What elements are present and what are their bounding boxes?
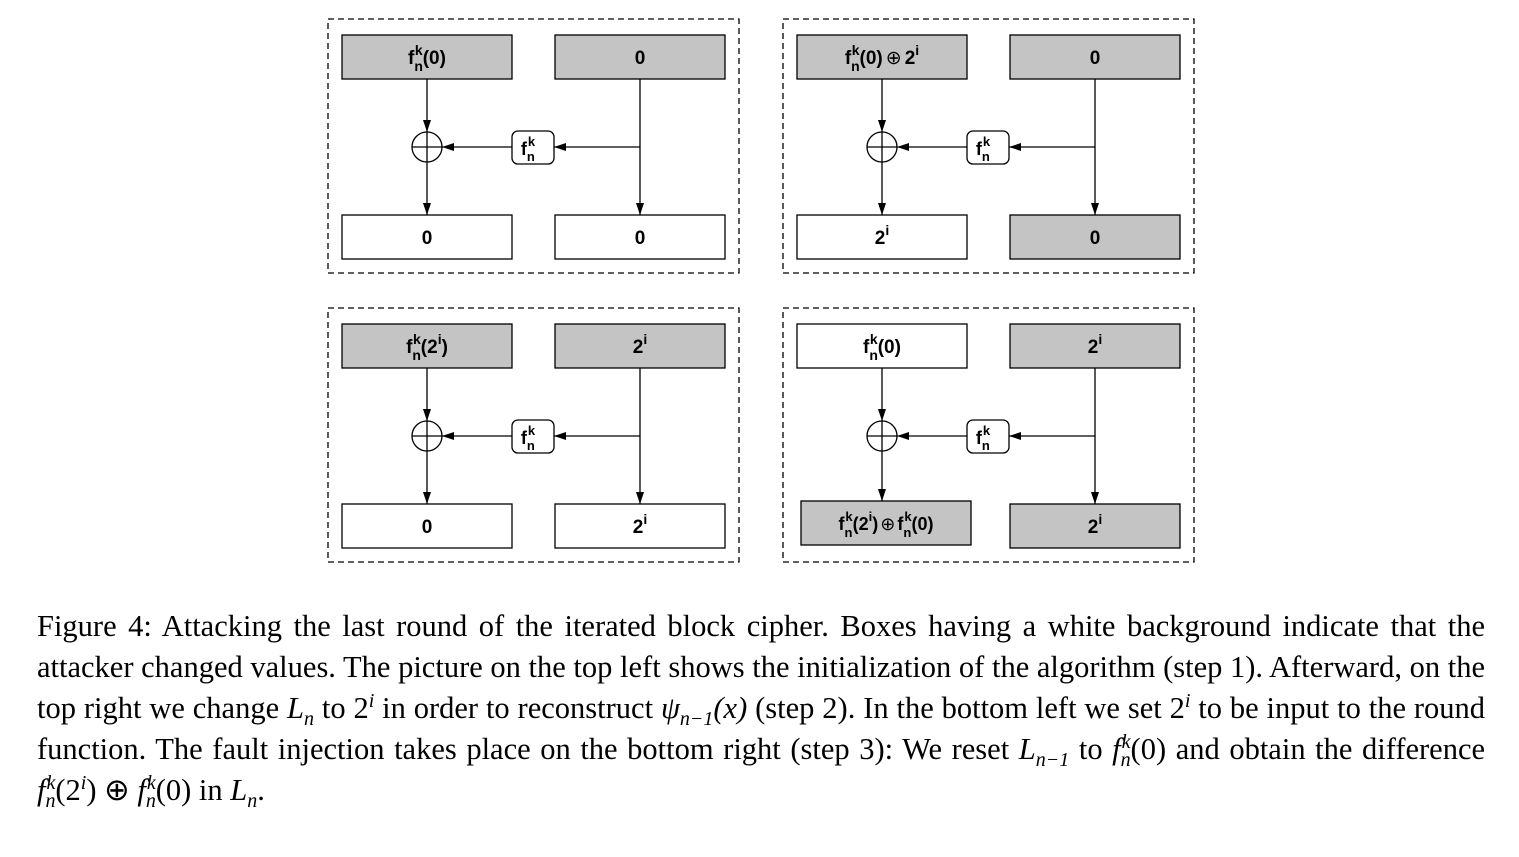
math-sub: n <box>247 790 258 813</box>
panel-bottom-right: fnk(0) 2i fnk(2i)⊕fnk(0) 2i fnk <box>782 307 1195 563</box>
math-var: L <box>1018 732 1036 766</box>
math-sub: n <box>303 708 314 731</box>
box-top-right: 0 <box>554 34 726 80</box>
arrows <box>423 368 644 504</box>
math-var: L <box>230 773 248 807</box>
panel-top-left: fnk(0) 0 0 0 fnk <box>327 18 740 274</box>
panel-frame <box>782 18 1195 274</box>
svg-text:2i: 2i <box>633 511 647 538</box>
xor-symbol <box>411 131 443 163</box>
box-top-right: 2i <box>1009 323 1181 369</box>
svg-text:0: 0 <box>422 228 433 249</box>
math-op: ⊕ <box>104 773 130 807</box>
box-bottom-left: 2i <box>796 214 968 260</box>
box-bottom-left: fnk(2i)⊕fnk(0) <box>800 500 972 546</box>
math-sub: n <box>145 790 156 813</box>
box-top-left: fnk(0)⊕2i <box>796 34 968 80</box>
svg-text:2i: 2i <box>1088 331 1102 358</box>
caption-text: and obtain the difference <box>1175 732 1486 766</box>
xor-symbol <box>866 131 898 163</box>
arrows <box>423 79 644 215</box>
caption-text: to <box>1078 732 1103 766</box>
math-sup: i <box>368 689 375 712</box>
box-bottom-right: 0 <box>1009 214 1181 260</box>
round-function-box: fnk <box>966 130 1010 165</box>
math-var: ψ <box>660 691 680 725</box>
box-bottom-right: 2i <box>1009 503 1181 549</box>
math-sub: n−1 <box>679 708 714 731</box>
svg-text:fnk: fnk <box>976 134 991 164</box>
svg-text:fnk(0): fnk(0) <box>408 42 446 74</box>
svg-text:fnk(2i)⊕fnk(0): fnk(2i)⊕fnk(0) <box>838 509 933 540</box>
math-sup: k <box>1121 730 1131 753</box>
box-top-left: fnk(0) <box>796 323 968 369</box>
math-sup: k <box>146 771 156 794</box>
svg-text:0: 0 <box>1090 228 1101 249</box>
box-bottom-left: 0 <box>341 503 513 549</box>
svg-text:fnk: fnk <box>976 423 991 453</box>
arrows <box>878 79 1099 215</box>
round-function-box: fnk <box>511 419 555 454</box>
math-var: L <box>287 691 304 725</box>
round-function-box: fnk <box>511 130 555 165</box>
svg-text:2i: 2i <box>1088 511 1102 538</box>
box-top-left: fnk(0) <box>341 34 513 80</box>
svg-text:2i: 2i <box>875 222 889 249</box>
panel-frame <box>782 307 1195 563</box>
svg-text:fnk(2i): fnk(2i) <box>406 331 448 363</box>
box-bottom-left: 0 <box>341 214 513 260</box>
svg-text:fnk(0)⊕2i: fnk(0)⊕2i <box>845 42 919 74</box>
svg-text:0: 0 <box>635 228 646 249</box>
math-var: f <box>1112 732 1121 766</box>
svg-text:fnk(0): fnk(0) <box>863 331 901 363</box>
svg-text:0: 0 <box>422 517 433 538</box>
box-top-right: 2i <box>554 323 726 369</box>
math-var: (x) <box>713 691 748 725</box>
box-bottom-right: 2i <box>554 503 726 549</box>
box-top-right: 0 <box>1009 34 1181 80</box>
math-sup: k <box>46 771 56 794</box>
math-sub: n−1 <box>1035 749 1070 772</box>
math-sub: n <box>1120 749 1131 772</box>
caption-text: (step 2). In the bottom left we set 2 <box>755 691 1185 725</box>
math-arg: (0) <box>1130 732 1167 766</box>
math-sup: i <box>80 771 87 794</box>
caption-text: in order to reconstruct <box>382 691 654 725</box>
xor-symbol <box>866 420 898 452</box>
math-var: f <box>137 773 146 807</box>
math-arg: (2 <box>55 773 81 807</box>
svg-text:0: 0 <box>635 48 646 69</box>
caption-text: to be input to the round function. The f… <box>37 691 1486 766</box>
box-top-left: fnk(2i) <box>341 323 513 369</box>
svg-text:fnk: fnk <box>521 134 536 164</box>
math-var: f <box>37 773 46 807</box>
caption-text: Attacking the last round of the iterated… <box>37 609 1485 725</box>
svg-text:0: 0 <box>1090 48 1101 69</box>
panel-bottom-left: fnk(2i) 2i 0 2i fnk <box>327 307 740 563</box>
math-arg: (0) <box>155 773 192 807</box>
caption-text: to 2 <box>321 691 369 725</box>
xor-symbol <box>411 420 443 452</box>
panel-top-right: fnk(0)⊕2i 0 2i 0 fnk <box>782 18 1195 274</box>
cipher-diagram: fnk(0) 0 0 0 fnk <box>327 18 1195 563</box>
figure-caption: Figure 4: Attacking the last round of th… <box>37 606 1485 811</box>
arrows <box>878 368 1099 504</box>
caption-text: in <box>198 773 223 807</box>
svg-text:fnk: fnk <box>521 423 536 453</box>
caption-text: . <box>257 773 265 807</box>
box-bottom-right: 0 <box>554 214 726 260</box>
math-sup: i <box>1184 689 1191 712</box>
panel-frame <box>327 307 740 563</box>
math-arg: ) <box>86 773 97 807</box>
figure-label: Figure 4: <box>37 609 152 643</box>
svg-text:2i: 2i <box>633 331 647 358</box>
math-sub: n <box>45 790 56 813</box>
panel-frame <box>327 18 740 274</box>
round-function-box: fnk <box>966 419 1010 454</box>
